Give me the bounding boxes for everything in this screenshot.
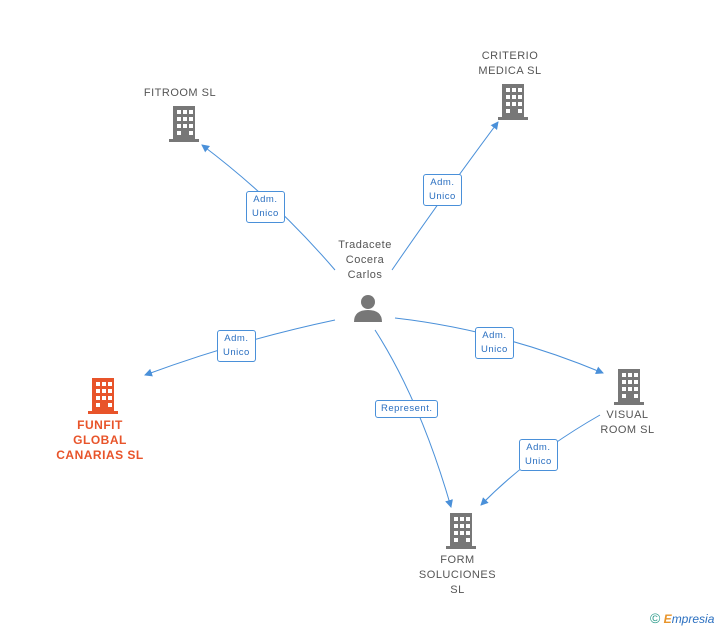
- person-icon[interactable]: [354, 295, 382, 322]
- person-name[interactable]: Tradacete Cocera Carlos: [338, 239, 392, 281]
- relation-label: Adm. Unico: [217, 330, 256, 362]
- edge-person-form: [374, 329, 453, 508]
- brand-name: mpresia: [671, 612, 715, 626]
- company-name-criterio[interactable]: CRITERIO MEDICA SL: [478, 50, 542, 77]
- company-name-form[interactable]: FORM SOLUCIONES SL: [418, 554, 497, 596]
- relation-label: Adm. Unico: [246, 191, 285, 223]
- relation-label: Adm. Unico: [423, 174, 462, 206]
- company-name-funfit[interactable]: FUNFIT GLOBAL CANARIAS SL: [56, 418, 144, 462]
- brand-initial: E: [663, 612, 672, 626]
- relation-label: Represent.: [375, 400, 439, 418]
- relation-label: Adm. Unico: [475, 327, 514, 359]
- company-name-visual[interactable]: VISUAL ROOM SL: [600, 409, 655, 436]
- relation-label: Adm. Unico: [519, 439, 558, 471]
- window-pattern: [96, 88, 638, 542]
- company-name-fitroom[interactable]: FITROOM SL: [143, 87, 217, 99]
- copyright-icon: ©: [650, 610, 661, 626]
- empresia-watermark: © Empresia: [650, 610, 714, 626]
